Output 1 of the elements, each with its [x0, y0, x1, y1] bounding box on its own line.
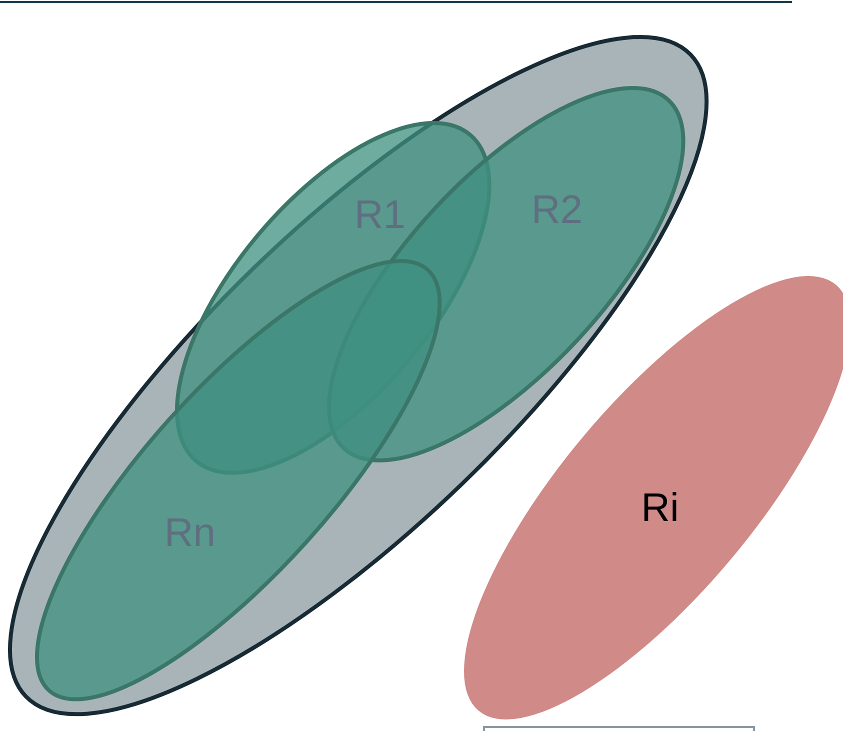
set-label: Ri: [641, 488, 679, 528]
